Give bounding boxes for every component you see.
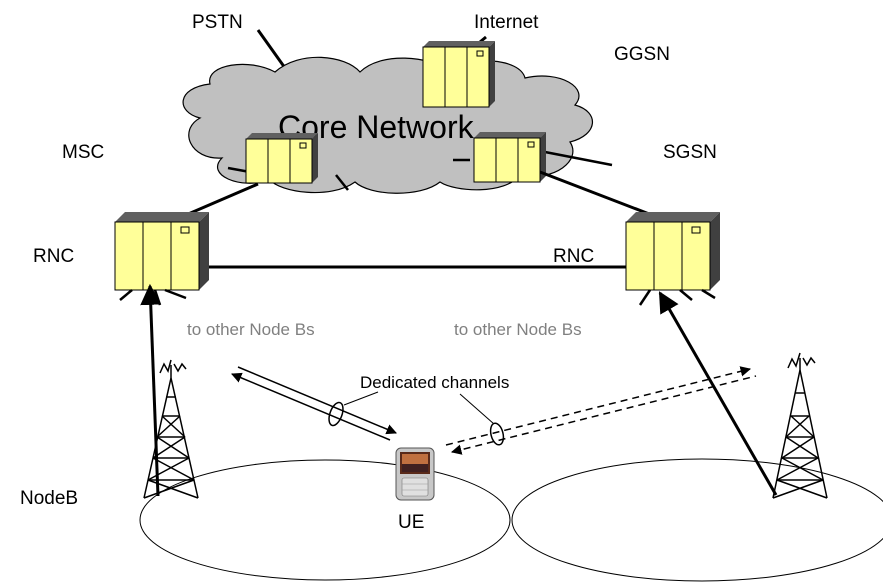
rnc-nodeb-left-link — [140, 283, 162, 497]
rnc-left-stubs — [119, 288, 187, 306]
dedicated-channels-pointer-right — [459, 393, 495, 425]
ggsn-label: GGSN — [614, 44, 670, 65]
ue-mobile-phone-icon[interactable] — [395, 447, 435, 501]
dedicated-channels-label: Dedicated channels — [360, 373, 509, 392]
other-nodebs-right-label: to other Node Bs — [454, 320, 582, 339]
ue-label: UE — [398, 512, 424, 533]
dedicated-channels-pointer-left — [343, 391, 379, 406]
nodeb-right-antenna-tower-icon — [772, 352, 828, 499]
dedicated-channel-right-marker — [489, 422, 505, 446]
rnc-nodeb-right-link — [658, 291, 778, 496]
sgsn-link-right — [544, 150, 613, 167]
rnc-right-equipment[interactable] — [625, 212, 720, 291]
msc-equipment[interactable] — [245, 133, 318, 184]
rnc-right-stubs — [638, 288, 716, 306]
rnc-left-equipment[interactable] — [114, 212, 209, 291]
msc-link-bottom — [335, 174, 349, 191]
rnc-left-label: RNC — [33, 246, 74, 267]
sgsn-equipment[interactable] — [473, 132, 546, 183]
sgsn-label: SGSN — [663, 142, 717, 163]
msc-label: MSC — [62, 142, 104, 163]
dedicated-channel-left — [231, 366, 397, 441]
other-nodebs-left-label: to other Node Bs — [187, 320, 315, 339]
ggsn-equipment[interactable] — [422, 41, 495, 108]
pstn-label: PSTN — [192, 12, 243, 33]
nodeb-label: NodeB — [20, 488, 78, 509]
nodeb-left-antenna-tower-icon — [143, 359, 199, 499]
cell-coverage-left — [139, 459, 511, 581]
rnc-right-label: RNC — [553, 246, 594, 267]
internet-label: Internet — [474, 12, 539, 33]
cell-coverage-right — [511, 458, 883, 582]
